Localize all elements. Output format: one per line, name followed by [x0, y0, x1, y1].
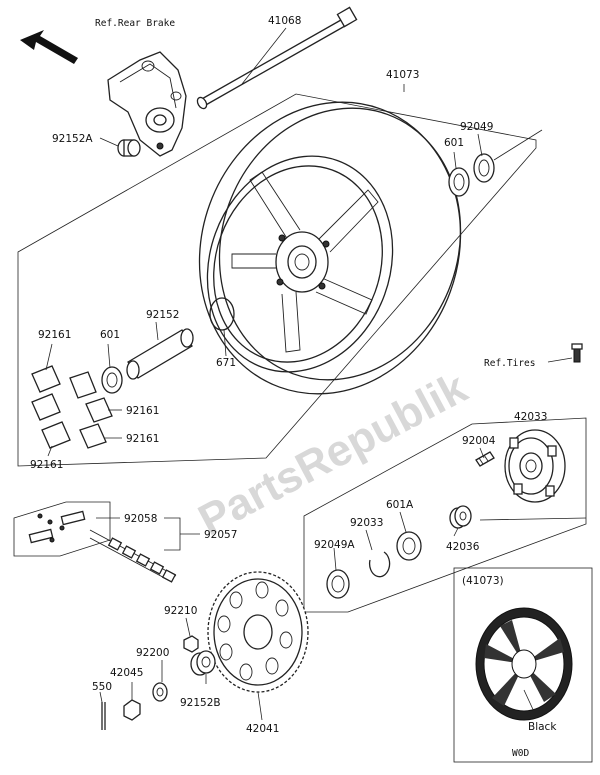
seal-92049A[interactable]: [326, 569, 350, 599]
nut-42045[interactable]: [123, 699, 141, 721]
wheel-assembly-outline: [17, 93, 537, 467]
circlip-92033[interactable]: [368, 551, 391, 578]
cotter-pin-550[interactable]: [101, 702, 106, 730]
label-92152A: 92152A: [52, 133, 93, 145]
label-41073: 41073: [386, 69, 419, 81]
washer-92200[interactable]: [152, 682, 168, 702]
sprocket-42041[interactable]: [207, 571, 309, 693]
label-42036: 42036: [446, 541, 480, 553]
collar-92152B[interactable]: [190, 650, 216, 676]
nut-92210[interactable]: [183, 635, 199, 653]
inset-code: W0D: [512, 748, 529, 759]
label-92152B: 92152B: [180, 697, 221, 709]
label-42041: 42041: [246, 723, 279, 735]
label-92033: 92033: [350, 517, 383, 529]
o-ring-671[interactable]: [209, 297, 235, 331]
label-92152: 92152: [146, 309, 179, 321]
label-550: 550: [92, 681, 112, 693]
label-92049: 92049: [460, 121, 493, 133]
inset-box: [453, 567, 593, 763]
label-92049A: 92049A: [314, 539, 355, 551]
damper-92161[interactable]: [31, 365, 113, 449]
tire-valve[interactable]: [571, 343, 583, 363]
label-92004: 92004: [462, 435, 496, 447]
ref-rear-brake-label: Ref.Rear Brake: [95, 18, 175, 29]
front-direction-arrow-icon: [20, 30, 78, 64]
label-671: 671: [216, 357, 236, 369]
label-92210: 92210: [164, 605, 197, 617]
bearing-601A[interactable]: [396, 531, 422, 561]
label-601-left: 601: [100, 329, 120, 341]
label-601-top: 601: [444, 137, 464, 149]
label-92161-c: 92161: [126, 433, 159, 445]
label-601A: 601A: [386, 499, 414, 511]
label-92057: 92057: [204, 529, 237, 541]
rear-wheel-41073[interactable]: [159, 65, 501, 431]
chain-joint-92058[interactable]: [28, 510, 86, 544]
label-42033: 42033: [514, 411, 547, 423]
collar-42036[interactable]: [449, 505, 472, 529]
ref-tires-label: Ref.Tires: [484, 358, 535, 369]
collar-92152[interactable]: [126, 328, 194, 380]
seal-92049[interactable]: [473, 153, 495, 183]
label-92161-d: 92161: [30, 459, 63, 471]
axle-41068[interactable]: [196, 6, 358, 110]
stud-92004[interactable]: [475, 451, 495, 467]
brake-bracket[interactable]: [107, 51, 187, 157]
label-92161-a: 92161: [38, 329, 71, 341]
label-42045: 42045: [110, 667, 143, 679]
chain-92057[interactable]: [89, 529, 177, 583]
watermark: PartsRepublik: [191, 363, 476, 545]
bearing-601-left[interactable]: [101, 366, 123, 394]
chain-joint-outline: [13, 501, 111, 557]
coupling-42033[interactable]: [504, 429, 566, 503]
inset-wheel-black: [475, 607, 573, 721]
inset-color-label: Black: [528, 721, 557, 733]
label-92200: 92200: [136, 647, 169, 659]
label-92058: 92058: [124, 513, 157, 525]
label-92161-b: 92161: [126, 405, 159, 417]
bearing-601-right[interactable]: [448, 167, 470, 197]
label-41068: 41068: [268, 15, 301, 27]
inset-title: (41073): [462, 575, 504, 587]
collar-92152A[interactable]: [117, 139, 141, 157]
